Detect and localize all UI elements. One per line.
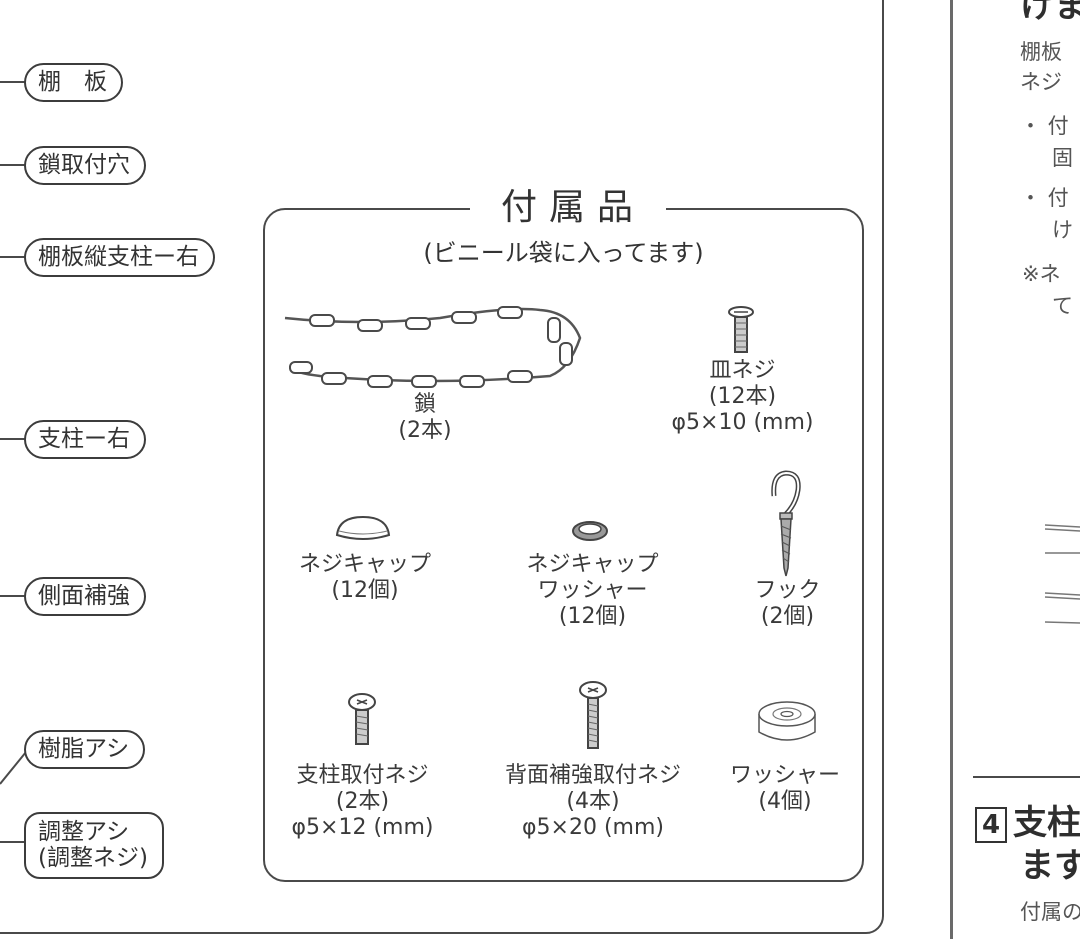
leader-line — [0, 256, 26, 258]
leader-line-diagonal — [0, 751, 27, 785]
item-qty: (4個) — [758, 788, 812, 814]
item-qty: (2個) — [760, 603, 815, 629]
item-qty: (12本) — [708, 383, 777, 409]
item-name: ネジキャップ — [298, 552, 431, 577]
hook-icon — [771, 470, 801, 577]
right-page-text-line: 棚板 — [1020, 40, 1062, 64]
flat-screw-caption: 皿ネジ (12本) φ5×10 (mm) — [660, 358, 825, 436]
item-name2: ワッシャー — [537, 577, 648, 603]
long-screw-icon — [579, 681, 607, 749]
item-name: 鎖 — [413, 392, 436, 417]
right-page-text-line: ネジ — [1020, 70, 1062, 94]
right-page-text-line: 固 — [1052, 146, 1073, 170]
part-label-adjust-foot-line1: 調整アシ — [38, 819, 130, 845]
part-label-adjust-foot: 調整アシ (調整ネジ) — [24, 812, 164, 879]
right-page-heading-fragment: けま — [1020, 0, 1080, 26]
item-size: φ5×12 (mm) — [291, 814, 434, 840]
leader-line — [0, 841, 26, 843]
item-name: ワッシャー — [729, 763, 840, 788]
accessories-subtitle: (ビニール袋に入ってます) — [423, 239, 704, 267]
washer-icon — [758, 701, 816, 741]
screw-cap-caption: ネジキャップ (12個) — [290, 552, 440, 604]
cap-washer-icon — [572, 521, 608, 541]
right-page-text-line: ・ 付 — [1020, 186, 1069, 210]
part-label-chain-hole: 鎖取付穴 — [24, 146, 146, 185]
item-qty: (2本) — [335, 788, 390, 814]
item-qty: (12個) — [331, 577, 399, 603]
hook-caption: フック (2個) — [740, 578, 835, 630]
flat-head-screw-icon — [728, 306, 754, 353]
item-name: 背面補強取付ネジ — [504, 763, 681, 788]
leader-line — [0, 595, 26, 597]
accessories-title: 付属品 — [470, 188, 666, 228]
step-number-badge: 4 — [975, 806, 1007, 843]
item-name: 皿ネジ — [709, 358, 776, 383]
item-name: 支柱取付ネジ — [296, 763, 429, 788]
item-qty: (2本) — [398, 417, 452, 443]
screw-cap-washer-caption: ネジキャップ ワッシャー (12個) — [510, 552, 675, 630]
pan-head-screw-icon — [348, 693, 376, 745]
post-screw-caption: 支柱取付ネジ (2本) φ5×12 (mm) — [270, 763, 455, 841]
leader-line — [0, 164, 26, 166]
part-label-shelf-vertical-post-right: 棚板縦支柱ー右 — [24, 238, 215, 277]
partial-illustration — [1044, 524, 1080, 624]
item-qty: (4本) — [566, 788, 620, 814]
page-divider — [950, 0, 953, 939]
leader-line — [0, 438, 26, 440]
item-qty: (12個) — [558, 603, 627, 629]
step-heading-line1: 支柱 — [1013, 803, 1080, 843]
part-label-post-right: 支柱ー右 — [24, 420, 146, 459]
chain-icon — [284, 306, 582, 388]
leader-line — [0, 81, 26, 83]
right-page-text-line: け — [1052, 218, 1073, 242]
part-label-shelf-board: 棚 板 — [24, 63, 123, 102]
item-name: ネジキャップ — [526, 552, 659, 577]
part-label-resin-foot: 樹脂アシ — [24, 730, 146, 769]
part-label-side-reinforcement: 側面補強 — [24, 577, 146, 616]
step-heading-line2: ます — [1020, 846, 1080, 886]
step-body-fragment: 付属の — [1020, 900, 1080, 924]
right-page-text-line: ・ 付 — [1020, 114, 1069, 138]
item-size: φ5×10 (mm) — [671, 409, 814, 435]
screw-cap-icon — [335, 515, 391, 540]
item-name: フック — [754, 578, 821, 603]
part-label-adjust-foot-line2: (調整ネジ) — [38, 845, 148, 872]
left-page-frame — [0, 0, 884, 934]
item-size: φ5×20 (mm) — [522, 814, 664, 840]
washer-caption: ワッシャー (4個) — [725, 763, 845, 815]
chain-caption: 鎖 (2本) — [370, 392, 480, 444]
section-divider — [973, 776, 1080, 778]
back-reinforcement-screw-caption: 背面補強取付ネジ (4本) φ5×20 (mm) — [488, 763, 698, 841]
right-page-text-line: て — [1052, 294, 1073, 318]
right-page-text-line: ※ネ — [1022, 262, 1061, 286]
